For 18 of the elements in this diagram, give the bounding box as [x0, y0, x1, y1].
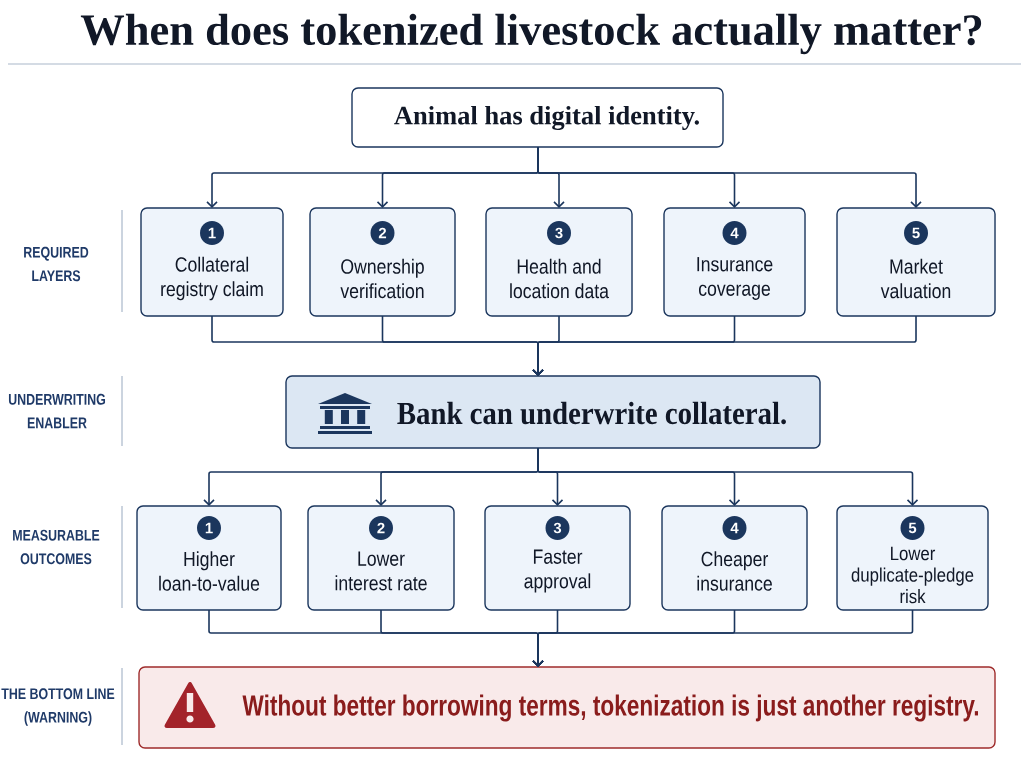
number-badge: 4: [722, 516, 747, 540]
number-badge: 3: [547, 221, 571, 245]
number-badge: 1: [200, 221, 224, 245]
number-badge: 2: [369, 516, 393, 540]
number-badge: 1: [197, 516, 221, 540]
number-badge: 4: [722, 221, 747, 245]
highlight-box: Bank can underwrite collateral.: [285, 375, 821, 449]
number-badge: 3: [545, 516, 570, 540]
process-box: Animal has digital identity.: [351, 87, 724, 148]
row-label: THE BOTTOM LINE (WARNING): [1, 688, 115, 726]
row-label: MEASURABLE OUTCOMES: [13, 529, 100, 565]
number-badge: 2: [370, 221, 395, 245]
number-badge: 5: [904, 221, 928, 245]
warning-box: Without better borrowing terms, tokenization is just another registry.: [138, 666, 996, 749]
row-label: REQUIRED LAYERS: [24, 246, 89, 282]
title: When does tokenized livestock actually matter?: [80, 13, 982, 55]
number-badge: 5: [900, 516, 925, 540]
row-label: UNDERWRITING ENABLER: [8, 393, 105, 429]
